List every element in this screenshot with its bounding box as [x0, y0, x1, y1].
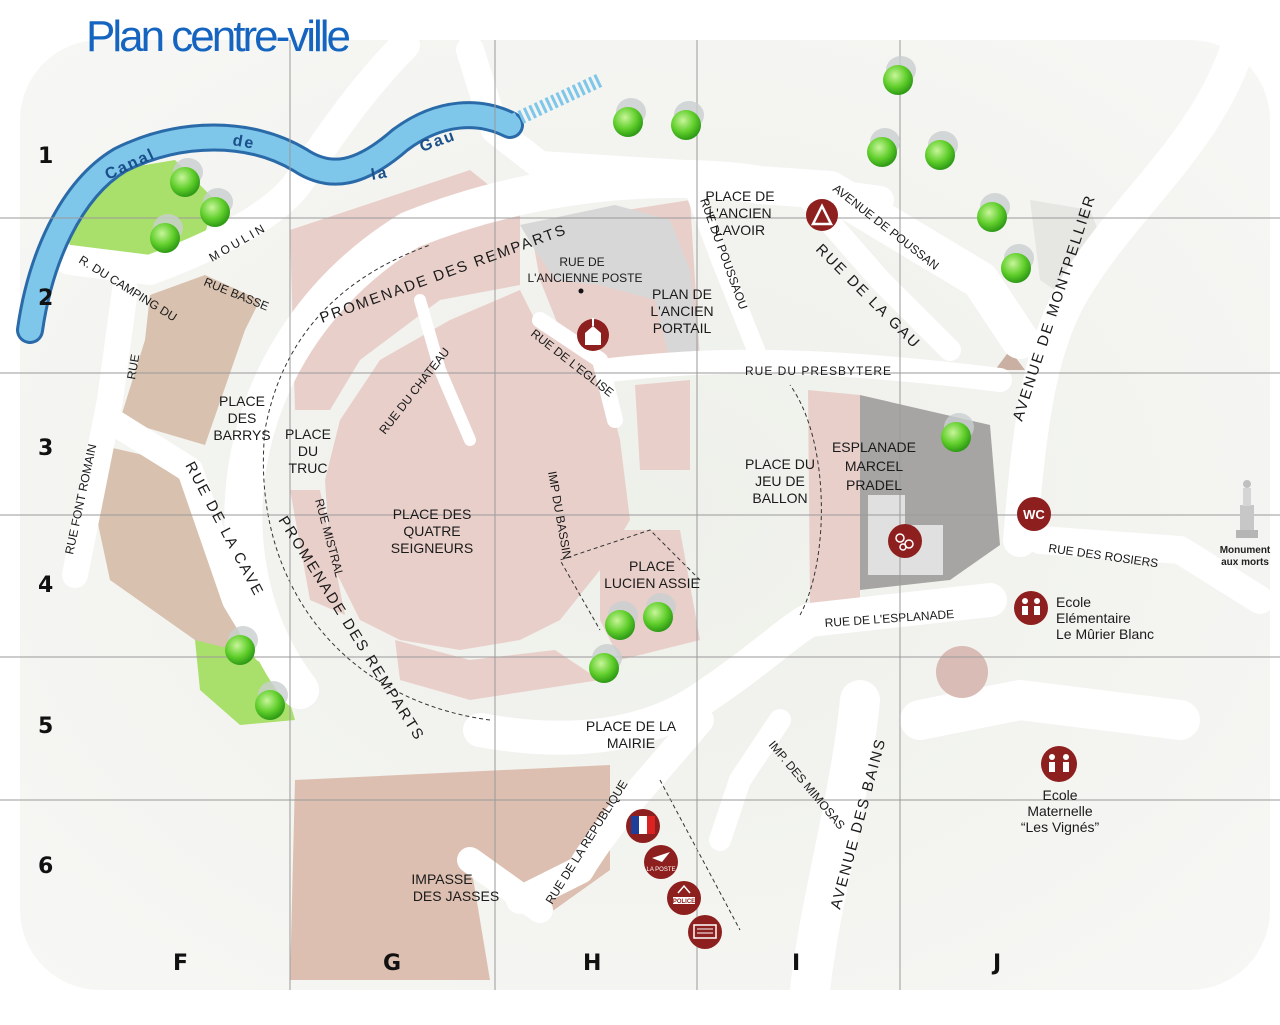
impasse-jasses-l2: DES JASSES: [413, 888, 499, 904]
place-portail-l2: L'ANCIEN: [650, 303, 713, 319]
promenade-dashed-path: [262, 244, 491, 721]
place-truc-l1: PLACE: [285, 426, 331, 442]
place-portail-l1: PLAN DE: [652, 286, 712, 302]
police-icon: POLICE: [667, 881, 701, 915]
place-quatre-l3: SEIGNEURS: [391, 540, 473, 556]
monument-icon: [1236, 480, 1258, 538]
republique-dashed-path: [659, 779, 741, 931]
grid-col-f: F: [173, 951, 188, 976]
esplanade-dashed-path: [789, 384, 822, 616]
place-labels: PLACE DES BARRYS PLACE DU TRUC PLACE DES…: [213, 188, 916, 904]
roads: [55, 23, 1274, 1010]
post-office-icon: LA POSTE: [644, 845, 678, 879]
ecole-elementaire-l3: Le Mûrier Blanc: [1056, 626, 1154, 642]
grid-row-5: 5: [38, 714, 53, 739]
street-rue: RUE: [124, 353, 142, 380]
place-truc-l2: DU: [298, 443, 318, 459]
la-poste-label: LA POSTE: [646, 867, 675, 873]
place-truc-l3: TRUC: [289, 460, 328, 476]
rue-ancienne-poste-l1: RUE DE: [559, 255, 604, 269]
impasse-jasses-l1: IMPASSE: [411, 871, 472, 887]
poi-markers: WC LA POSTE: [577, 199, 1258, 949]
grid-row-6: 6: [38, 854, 53, 879]
grid-row-3: 3: [38, 436, 53, 461]
place-lavoir-l3: LAVOIR: [715, 222, 765, 238]
place-esplanade-l2: MARCEL: [845, 458, 904, 474]
place-ballon-l3: BALLON: [752, 490, 807, 506]
place-quatre-l1: PLACE DES: [393, 506, 472, 522]
map-title: Plan centre-ville: [86, 12, 351, 61]
wc-label: WC: [1023, 507, 1045, 522]
place-lucien-l2: LUCIEN ASSIE: [604, 575, 700, 591]
place-barrys-l3: BARRYS: [213, 427, 270, 443]
place-barrys-l2: DES: [228, 410, 257, 426]
grid-col-j: J: [991, 951, 1001, 976]
ecole-maternelle-l3: “Les Vignés”: [1021, 819, 1100, 835]
place-quatre-l2: QUATRE: [403, 523, 460, 539]
ecole-elementaire-l1: Ecole: [1056, 594, 1091, 610]
grid-row-4: 4: [38, 573, 53, 598]
place-mairie-l2: MAIRIE: [607, 735, 655, 751]
grid-lines: [0, 40, 1280, 990]
police-label: POLICE: [673, 899, 695, 905]
lucien-dashed-path: [559, 529, 701, 631]
place-lavoir-l1: PLACE DE: [705, 188, 774, 204]
place-esplanade-l1: ESPLANADE: [832, 439, 916, 455]
street-rue-du-presbytere: RUE DU PRESBYTERE: [745, 364, 892, 378]
grid-row-2: 2: [38, 286, 53, 311]
ecole-maternelle-l2: Maternelle: [1027, 803, 1093, 819]
monument-label-l1: Monument: [1220, 545, 1271, 556]
place-lavoir-l2: L'ANCIEN: [708, 205, 771, 221]
rue-ancienne-poste-l2: L'ANCIENNE POSTE: [528, 271, 643, 285]
monument-label-l2: aux morts: [1221, 557, 1269, 568]
place-mairie-l1: PLACE DE LA: [586, 718, 677, 734]
canal-label-2: de: [231, 132, 256, 153]
roundabout: [936, 646, 988, 698]
grid-col-i: I: [792, 951, 800, 976]
petanque-icon: [888, 524, 922, 558]
place-lucien-l1: PLACE: [629, 558, 675, 574]
ecole-elementaire-l2: Elémentaire: [1056, 610, 1131, 626]
place-portail-l3: PORTAIL: [653, 320, 712, 336]
place-barrys-l1: PLACE: [219, 393, 265, 409]
canal-label-3: la: [370, 164, 390, 184]
place-esplanade-l3: PRADEL: [846, 477, 902, 493]
kindergarten-icon: [1041, 746, 1077, 782]
canal: [16, 73, 603, 344]
cinema-icon: [688, 915, 722, 949]
campsite-icon: [806, 199, 838, 231]
grid-col-g: G: [383, 951, 401, 976]
ecole-maternelle-l1: Ecole: [1042, 787, 1077, 803]
grid-row-1: 1: [38, 144, 53, 169]
school-icon: [1014, 591, 1048, 625]
church-icon: [577, 318, 609, 351]
grid-col-h: H: [583, 951, 601, 976]
mairie-icon: [626, 809, 660, 843]
wc-icon: WC: [1017, 497, 1051, 531]
place-ballon-l2: JEU DE: [755, 473, 805, 489]
place-ballon-l1: PLACE DU: [745, 456, 815, 472]
poi-labels: Monument aux morts Ecole Elémentaire Le …: [1021, 545, 1271, 835]
